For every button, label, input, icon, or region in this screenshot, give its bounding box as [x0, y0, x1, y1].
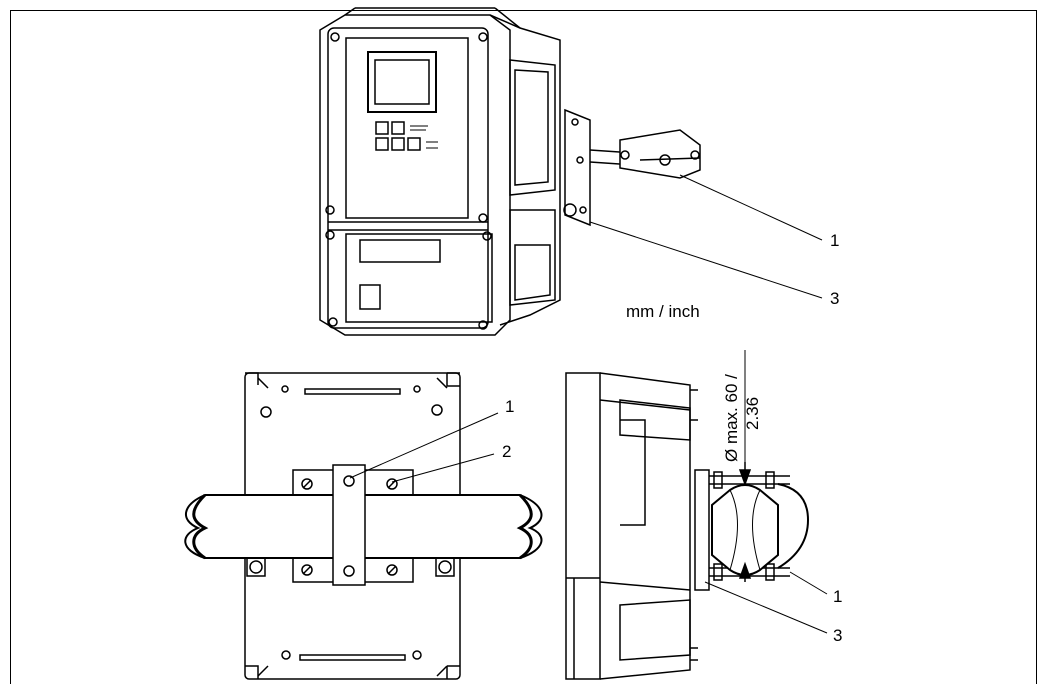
rear-leader-lines	[349, 412, 499, 483]
side-view-bracket	[694, 350, 810, 591]
callout-front-2: 2	[502, 442, 511, 461]
dimension-label-2: 2.36	[743, 397, 762, 430]
rear-view-clamp-strap	[301, 464, 398, 586]
side-view-housing	[565, 372, 698, 680]
rear-view-housing	[244, 372, 461, 680]
isometric-transmitter	[319, 7, 561, 336]
callout-front-1: 1	[505, 397, 514, 416]
callout-top-3: 3	[830, 289, 839, 308]
units-label: mm / inch	[626, 302, 700, 321]
top-leader-lines	[589, 174, 823, 299]
side-leader-lines	[704, 571, 828, 634]
callout-side-3: 3	[833, 626, 842, 645]
dimension-label-1: Ø max. 60 /	[722, 374, 741, 462]
isometric-pipe-bracket	[563, 108, 701, 227]
callout-side-1: 1	[833, 587, 842, 606]
callout-top-1: 1	[830, 231, 839, 250]
figure-frame	[10, 10, 1037, 684]
